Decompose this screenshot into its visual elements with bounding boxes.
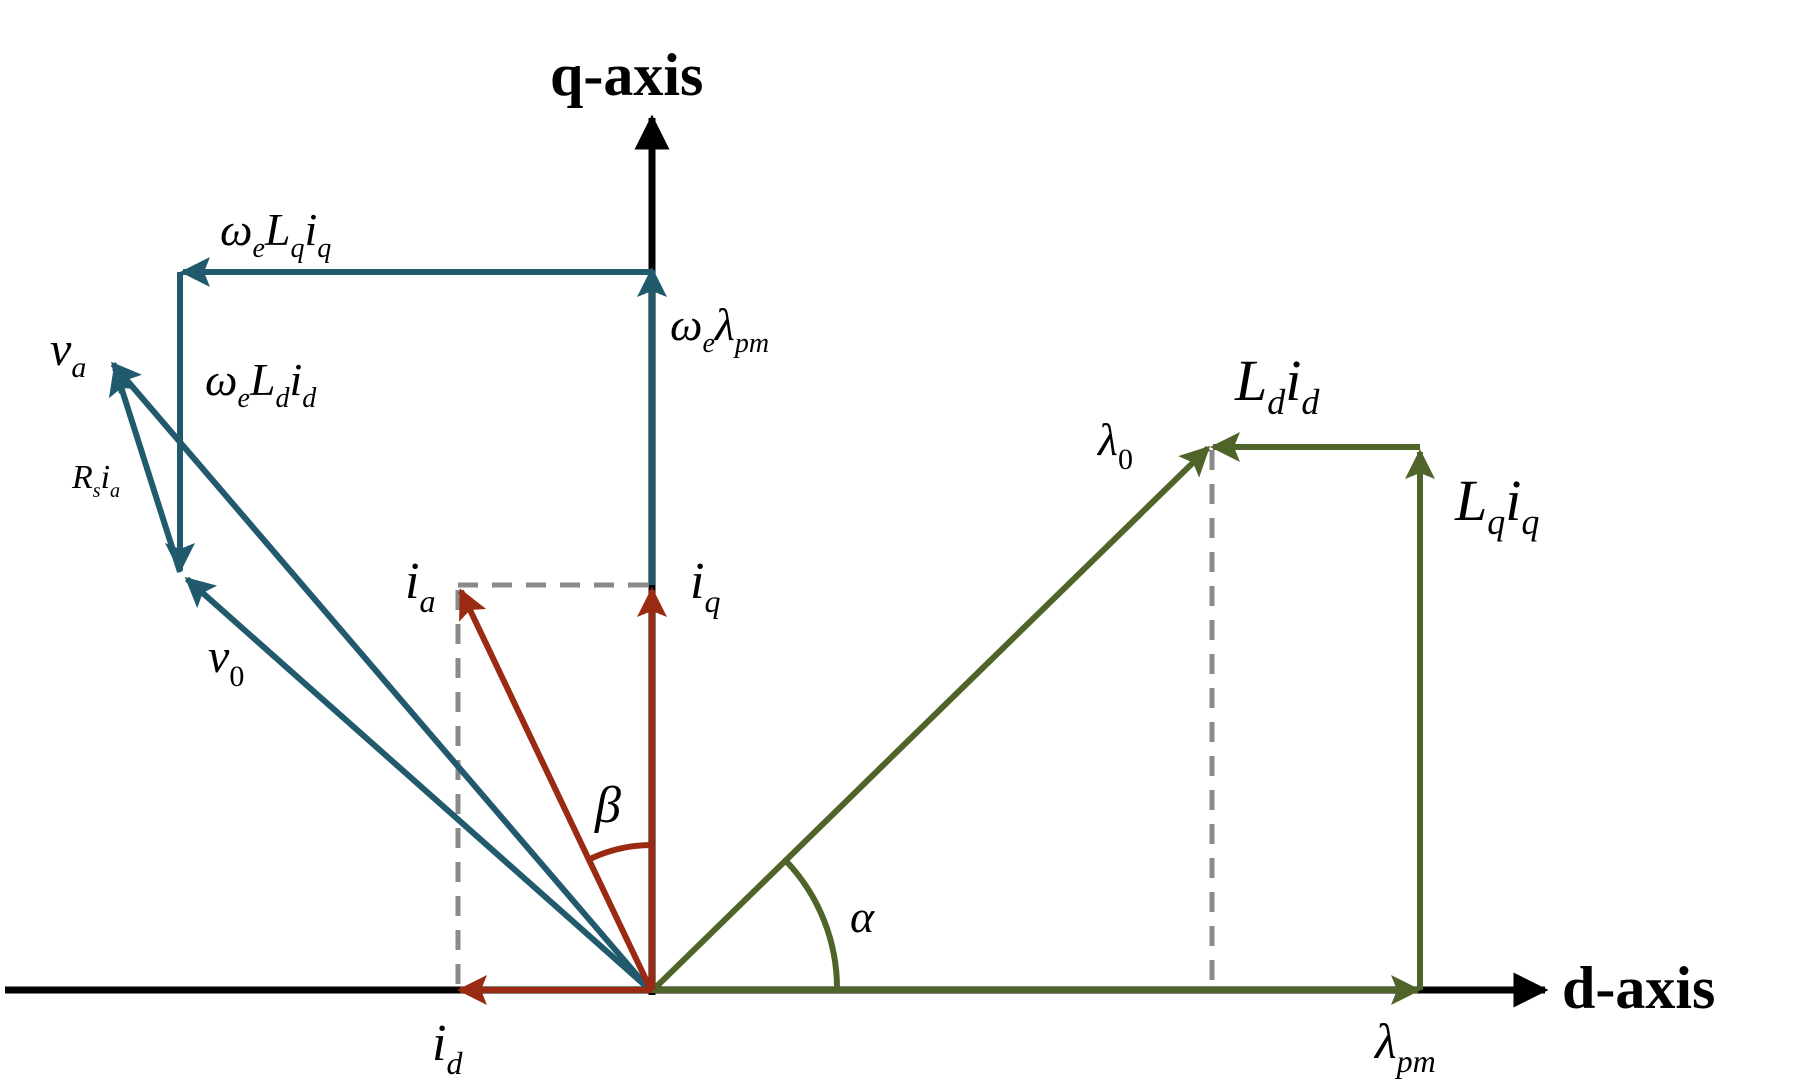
ia-vector	[458, 588, 653, 990]
label-Rs-ia: Rsia	[71, 459, 120, 502]
label-lambda0: λ0	[1096, 414, 1133, 476]
label-ia: ia	[405, 553, 435, 619]
label-we-Lq-iq: ωeLqiq	[220, 204, 331, 264]
lambda0-vector	[652, 445, 1211, 991]
label-id: id	[432, 1015, 463, 1081]
label-lambda-pm: λpm	[1373, 1013, 1436, 1079]
label-va: va	[50, 323, 86, 384]
beta-angle-arc	[588, 842, 653, 862]
v0-vector	[184, 576, 650, 991]
label-Ld-id: Ldid	[1234, 348, 1320, 422]
label-we-Ld-id: ωeLdid	[205, 354, 317, 414]
alpha-angle-arc	[784, 859, 841, 991]
label-beta: β	[594, 777, 621, 834]
current-vectors	[457, 587, 667, 1005]
label-alpha: α	[850, 891, 875, 942]
voltage-vectors	[108, 257, 667, 991]
projection-lines	[455, 450, 1215, 985]
flux-vectors	[652, 432, 1435, 1005]
label-Lq-iq: Lqiq	[1454, 468, 1539, 542]
q-axis-title: q-axis	[550, 42, 703, 108]
label-iq: iq	[690, 553, 720, 619]
label-v0: v0	[208, 630, 244, 693]
Rs-ia-vector	[108, 365, 183, 573]
va-vector	[110, 361, 651, 990]
d-axis-title: d-axis	[1562, 955, 1715, 1021]
label-we-lambda-pm: ωeλpm	[670, 299, 769, 359]
